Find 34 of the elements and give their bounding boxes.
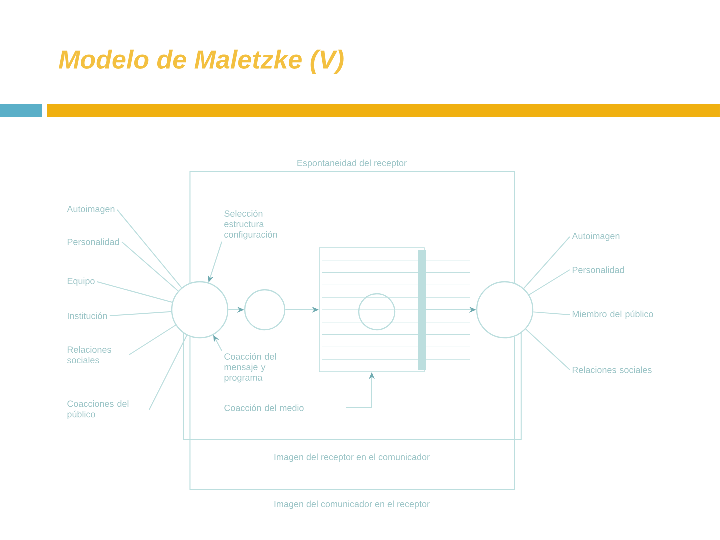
node-label: Miembro del público (572, 310, 654, 320)
feedback-line (190, 336, 516, 490)
node-label: Autoimagen (572, 232, 620, 242)
connector-line (148, 335, 188, 410)
connector-line (526, 328, 570, 370)
feedback-line (190, 172, 516, 284)
circle (476, 281, 534, 339)
node-label: Selección estructura configuración (224, 210, 278, 240)
connector-line (116, 210, 182, 288)
circle (358, 293, 396, 331)
edge-label: Imagen del receptor en el comunicador (274, 454, 430, 462)
node-label: Personalidad (572, 266, 624, 274)
node-label: Relaciones sociales (67, 346, 112, 364)
feedback-line (183, 332, 522, 440)
connector-line (96, 282, 173, 303)
connector-line (128, 324, 176, 356)
connector-line (524, 236, 570, 290)
connector-line (121, 242, 179, 292)
node-label: Equipo (68, 278, 95, 286)
node-label: Coacción del medio (224, 404, 304, 412)
edge-label: Imagen del comunicador en el receptor (274, 500, 430, 510)
connector-line (528, 270, 570, 296)
title: Modelo de Maletzke (V) (59, 50, 344, 74)
node-label: Personalidad (68, 238, 120, 246)
node-label: Relaciones sociales (572, 366, 652, 374)
node-label: Coacción del mensaje y programa (224, 353, 276, 383)
node-label: Institución (68, 312, 108, 320)
edge-label: Espontaneidad del receptor (298, 160, 407, 168)
node-label: Autoimagen (67, 206, 115, 214)
node-label: Coacciones del público (68, 400, 129, 420)
connector-line (109, 311, 172, 316)
connector-line (533, 312, 570, 316)
circle (244, 289, 286, 331)
circle (171, 281, 229, 339)
